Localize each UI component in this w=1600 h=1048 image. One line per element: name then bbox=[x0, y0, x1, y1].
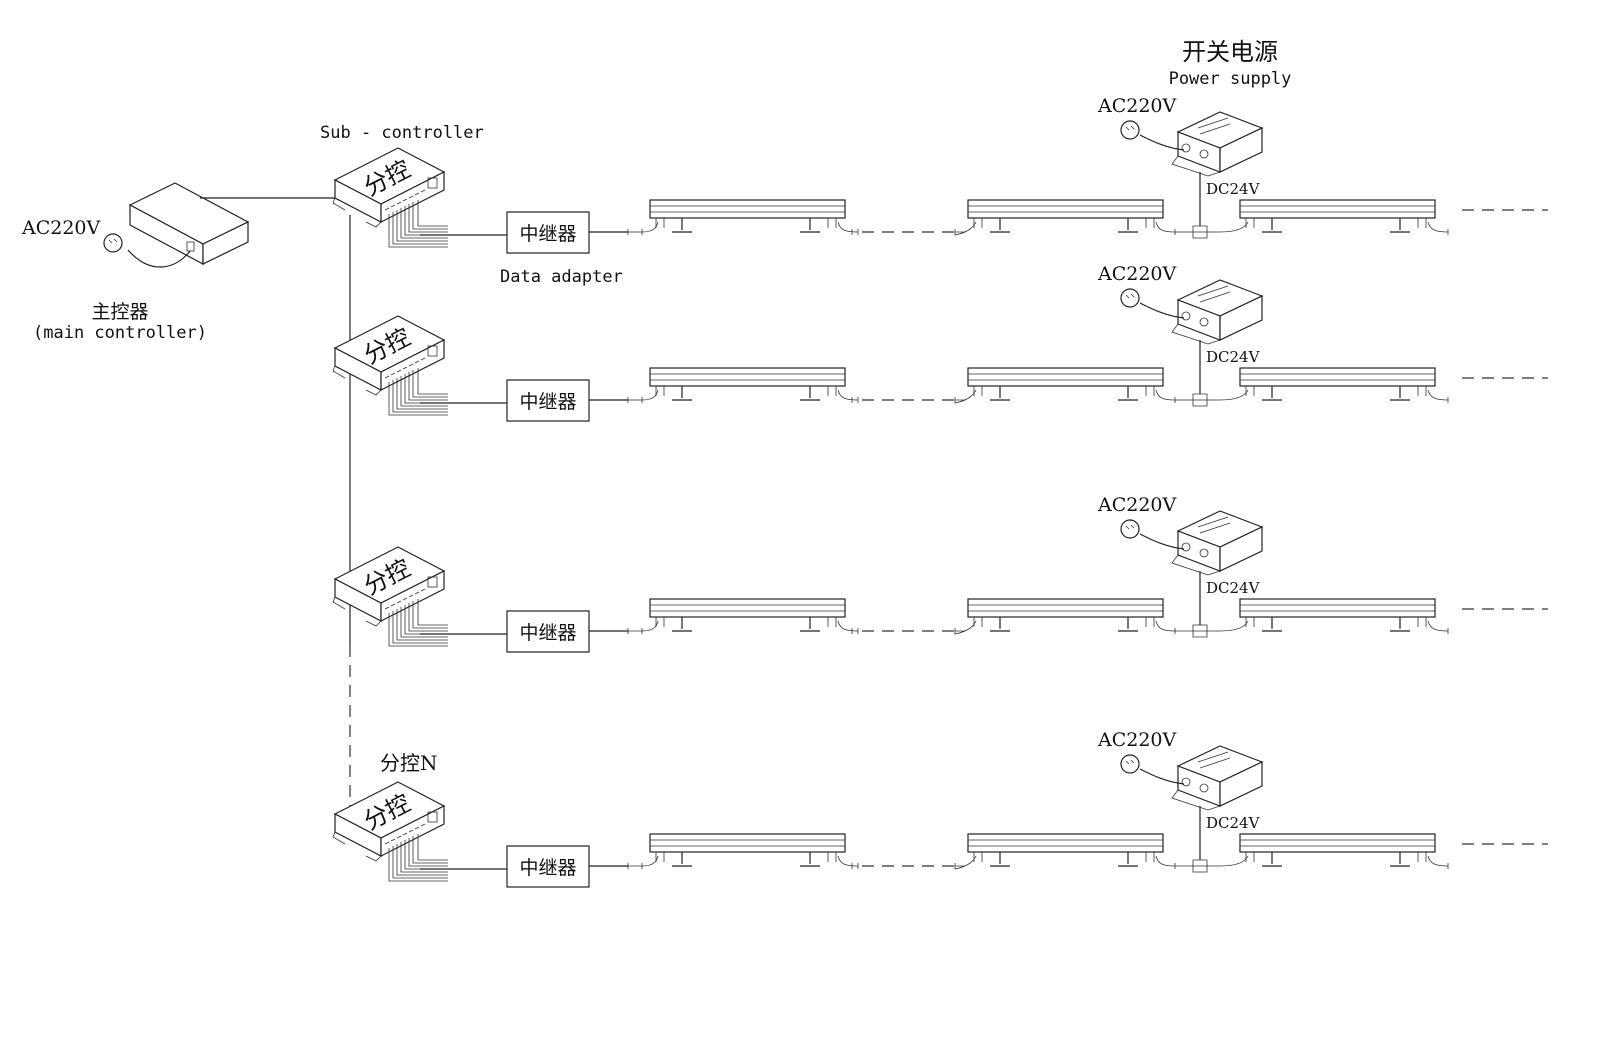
main-controller-label-en: (main controller) bbox=[33, 323, 207, 343]
ac-label: AC220V bbox=[1097, 494, 1177, 516]
power-supply-title-cn: 开关电源 bbox=[1182, 38, 1278, 66]
row-2: 分控 中继器 AC220V DC24V bbox=[332, 263, 1549, 422]
plug-icon bbox=[103, 233, 123, 253]
row-1: 分控 中继器 AC220V DC24V bbox=[332, 95, 1549, 254]
main-ac-label: AC220V bbox=[21, 217, 101, 239]
power-supply-title-en: Power supply bbox=[1169, 69, 1292, 89]
ac-label: AC220V bbox=[1097, 95, 1177, 117]
dc-label: DC24V bbox=[1206, 579, 1261, 597]
dc-label: DC24V bbox=[1206, 180, 1261, 198]
ac-label: AC220V bbox=[1097, 263, 1177, 285]
row-3: 分控 中继器 AC220V DC24V bbox=[332, 494, 1549, 653]
sub-controller-label: Sub - controller bbox=[320, 123, 484, 143]
main-controller bbox=[103, 182, 250, 268]
dc-label: DC24V bbox=[1206, 814, 1261, 832]
repeater-label: 中继器 bbox=[519, 223, 576, 245]
data-adapter-label: Data adapter bbox=[500, 267, 623, 287]
repeater-label: 中继器 bbox=[519, 391, 576, 413]
main-controller-label-cn: 主控器 bbox=[91, 301, 148, 323]
repeater-label: 中继器 bbox=[519, 622, 576, 644]
repeater-label: 中继器 bbox=[519, 857, 576, 879]
ac-label: AC220V bbox=[1097, 729, 1177, 751]
port-icon bbox=[186, 241, 195, 252]
dc-label: DC24V bbox=[1206, 348, 1261, 366]
sub-n-label: 分控N bbox=[380, 751, 438, 775]
row-4: 分控 中继器 AC220V DC24V bbox=[332, 729, 1549, 888]
